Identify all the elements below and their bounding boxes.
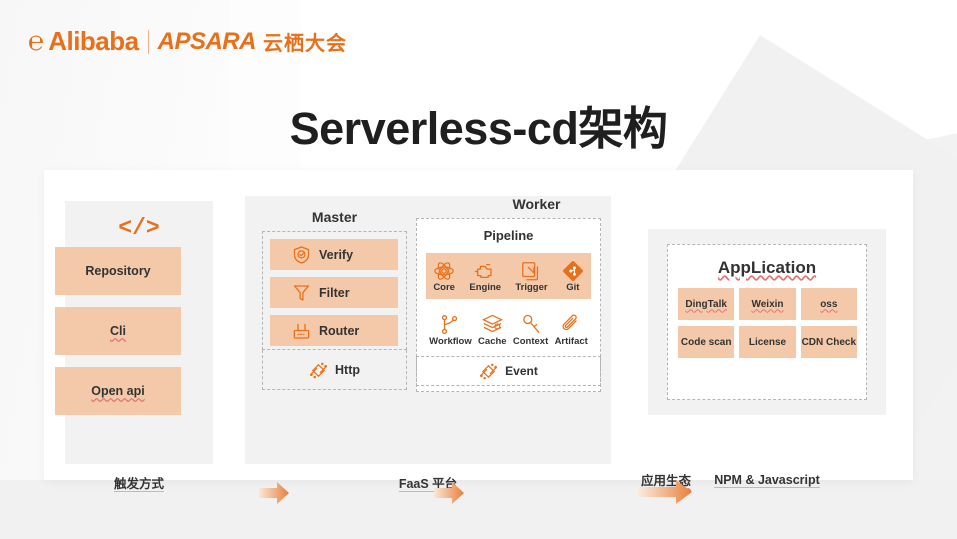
app-cell-oss[interactable]: oss xyxy=(800,288,857,320)
architecture-diagram-card: </> Repository Cli Open api 触发方式 Master … xyxy=(44,170,913,504)
pipeline-item-label: Git xyxy=(566,281,580,293)
brand-alibaba-text: Alibaba xyxy=(48,26,139,56)
network-nodes-icon xyxy=(310,362,327,378)
page-title: Serverless-cd架构 xyxy=(289,103,668,154)
worker-title: Worker xyxy=(512,196,561,212)
worker-item-workflow[interactable]: Workflow xyxy=(429,313,472,347)
worker-item-artifact[interactable]: Artifact xyxy=(555,313,588,347)
worker-item-label: Cache xyxy=(478,336,507,348)
master-box xyxy=(262,231,407,350)
app-cell-label: DingTalk xyxy=(685,298,727,310)
brand-logo: ℮ Alibaba APSARA 云栖大会 xyxy=(28,26,347,57)
brand-divider xyxy=(147,29,149,54)
pipeline-item-engine[interactable]: Engine xyxy=(469,260,501,293)
application-panel-caption: NPM & Javascript xyxy=(714,473,820,487)
trigger-copy-icon xyxy=(522,261,539,281)
app-cell-license[interactable]: License xyxy=(739,326,796,358)
application-box xyxy=(667,244,867,400)
trigger-item-cli[interactable]: Cli xyxy=(55,307,181,355)
bg-band-bottom xyxy=(0,480,957,539)
router-icon xyxy=(293,323,310,339)
right-arrow-icon xyxy=(434,482,464,504)
worker-box xyxy=(416,218,601,392)
pipeline-item-label: Trigger xyxy=(515,281,548,293)
app-cell-label: Code scan xyxy=(680,336,732,348)
http-box xyxy=(262,350,407,390)
master-protocol-http[interactable]: Http xyxy=(262,350,407,390)
right-arrow-icon xyxy=(636,480,692,504)
shield-check-icon xyxy=(293,245,310,264)
worker-item-label: Workflow xyxy=(429,336,472,348)
app-cell-label: Weixin xyxy=(751,298,784,310)
trigger-item-label: Cli xyxy=(110,324,126,338)
worker-item-label: Context xyxy=(512,336,549,348)
application-title: AppLication xyxy=(717,258,817,277)
network-nodes-icon xyxy=(480,363,498,379)
master-row-verify[interactable]: Verify xyxy=(270,239,398,270)
brand-conference-text: 云栖大会 xyxy=(262,33,347,55)
pipeline-item-trigger[interactable]: Trigger xyxy=(515,260,548,293)
app-cell-code-scan[interactable]: Code scan xyxy=(678,326,735,358)
trigger-item-repository[interactable]: Repository xyxy=(55,247,181,295)
workflow-branch-icon xyxy=(442,315,458,335)
alibaba-logo-icon: ℮ xyxy=(28,26,44,56)
bg-stripe-top xyxy=(230,0,300,180)
cache-stack-icon xyxy=(481,314,503,333)
paperclip-icon xyxy=(562,314,577,331)
key-icon xyxy=(522,315,539,334)
funnel-icon xyxy=(293,284,310,301)
faas-panel-caption: FaaS 平台 xyxy=(398,477,458,491)
trigger-item-label: Repository xyxy=(85,264,151,278)
app-cell-cdn-check[interactable]: CDN Check xyxy=(800,326,857,358)
brand-apsara-text: APSARA xyxy=(157,27,257,55)
pipeline-item-core[interactable]: Core xyxy=(433,260,455,293)
master-row-label: Verify xyxy=(319,247,354,262)
app-cell-label: oss xyxy=(820,298,838,310)
application-cell-grid: DingTalk Weixin oss Code scan License CD… xyxy=(678,288,857,358)
master-row-filter[interactable]: Filter xyxy=(270,277,398,308)
trigger-item-open-api[interactable]: Open api xyxy=(55,367,181,415)
git-icon xyxy=(562,260,583,281)
engine-icon xyxy=(474,263,492,278)
right-arrow-icon xyxy=(259,482,289,504)
code-brackets-icon: </> xyxy=(118,215,160,241)
app-cell-dingtalk[interactable]: DingTalk xyxy=(678,288,735,320)
app-cell-weixin[interactable]: Weixin xyxy=(739,288,796,320)
pipeline-item-label: Engine xyxy=(469,281,502,293)
master-row-router[interactable]: Router xyxy=(270,315,398,346)
atom-icon xyxy=(434,261,454,280)
pipeline-label: Pipeline xyxy=(483,228,534,243)
worker-event-row[interactable]: Event xyxy=(416,356,601,386)
worker-item-label: Artifact xyxy=(554,336,588,348)
master-title: Master xyxy=(311,209,358,225)
pipeline-items: Core Engine Trigger xyxy=(426,253,591,299)
worker-item-context[interactable]: Context xyxy=(513,313,548,347)
trigger-item-label: Open api xyxy=(91,384,145,398)
pipeline-item-git[interactable]: Git xyxy=(562,260,584,293)
master-row-label: Filter xyxy=(319,285,350,300)
http-label: Http xyxy=(335,363,360,377)
app-cell-label: License xyxy=(748,336,787,348)
trigger-panel-caption: 触发方式 xyxy=(113,477,164,491)
app-cell-label: CDN Check xyxy=(801,336,857,348)
worker-item-cache[interactable]: Cache xyxy=(478,313,507,347)
master-row-label: Router xyxy=(319,323,360,338)
pipeline-item-label: Core xyxy=(433,281,455,293)
worker-secondary-items: Workflow Cache Context Artifact xyxy=(426,306,591,354)
event-label: Event xyxy=(505,364,538,378)
